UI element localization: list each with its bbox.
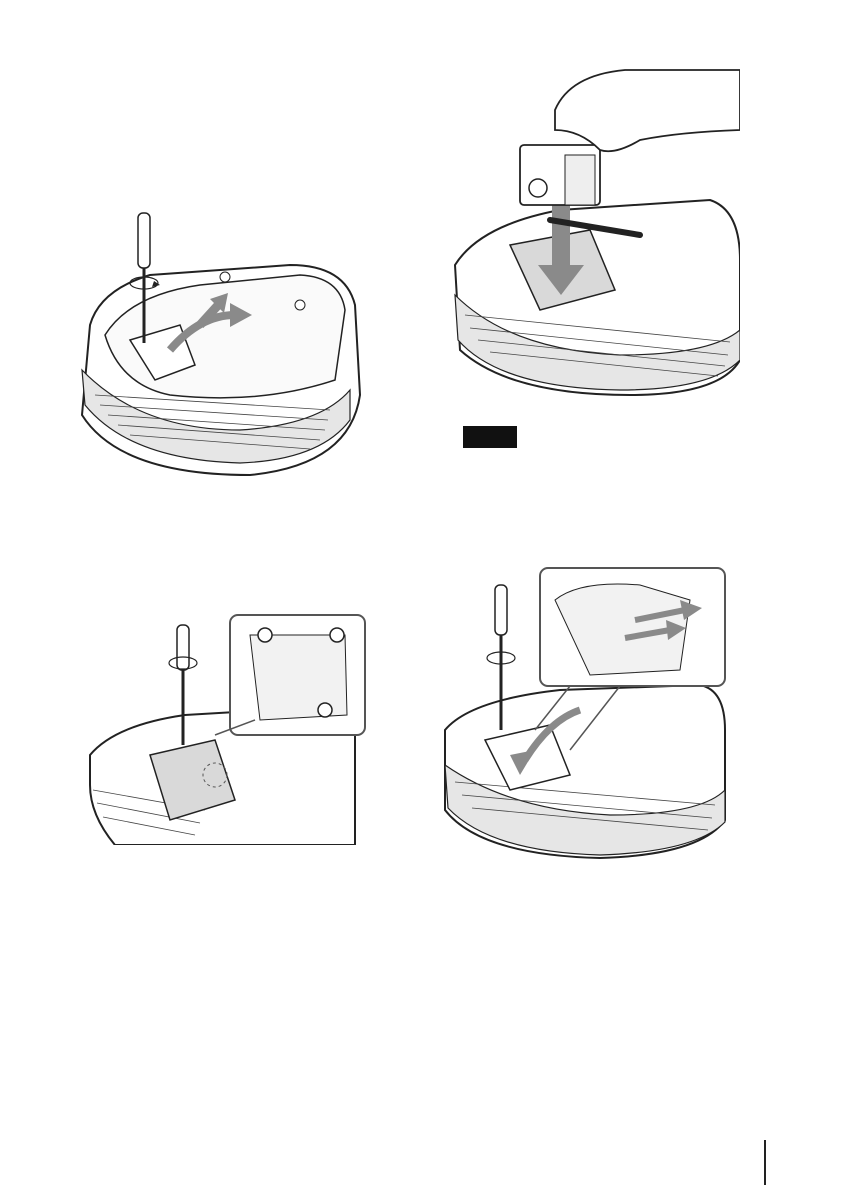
cover-closing-figure <box>440 560 730 860</box>
projector-cover-removal-figure <box>60 195 380 485</box>
lamp-unit-insert-illustration <box>440 60 740 400</box>
cover-close-screw-illustration <box>440 560 730 860</box>
note-badge <box>463 426 517 448</box>
lamp-screws-tighten-illustration <box>85 605 370 845</box>
lamp-screw-tightening-figure <box>85 605 370 845</box>
page-gutter-rule <box>764 1140 766 1185</box>
projector-top-cover-unscrew-illustration <box>60 195 380 485</box>
lamp-insertion-figure <box>440 60 740 400</box>
